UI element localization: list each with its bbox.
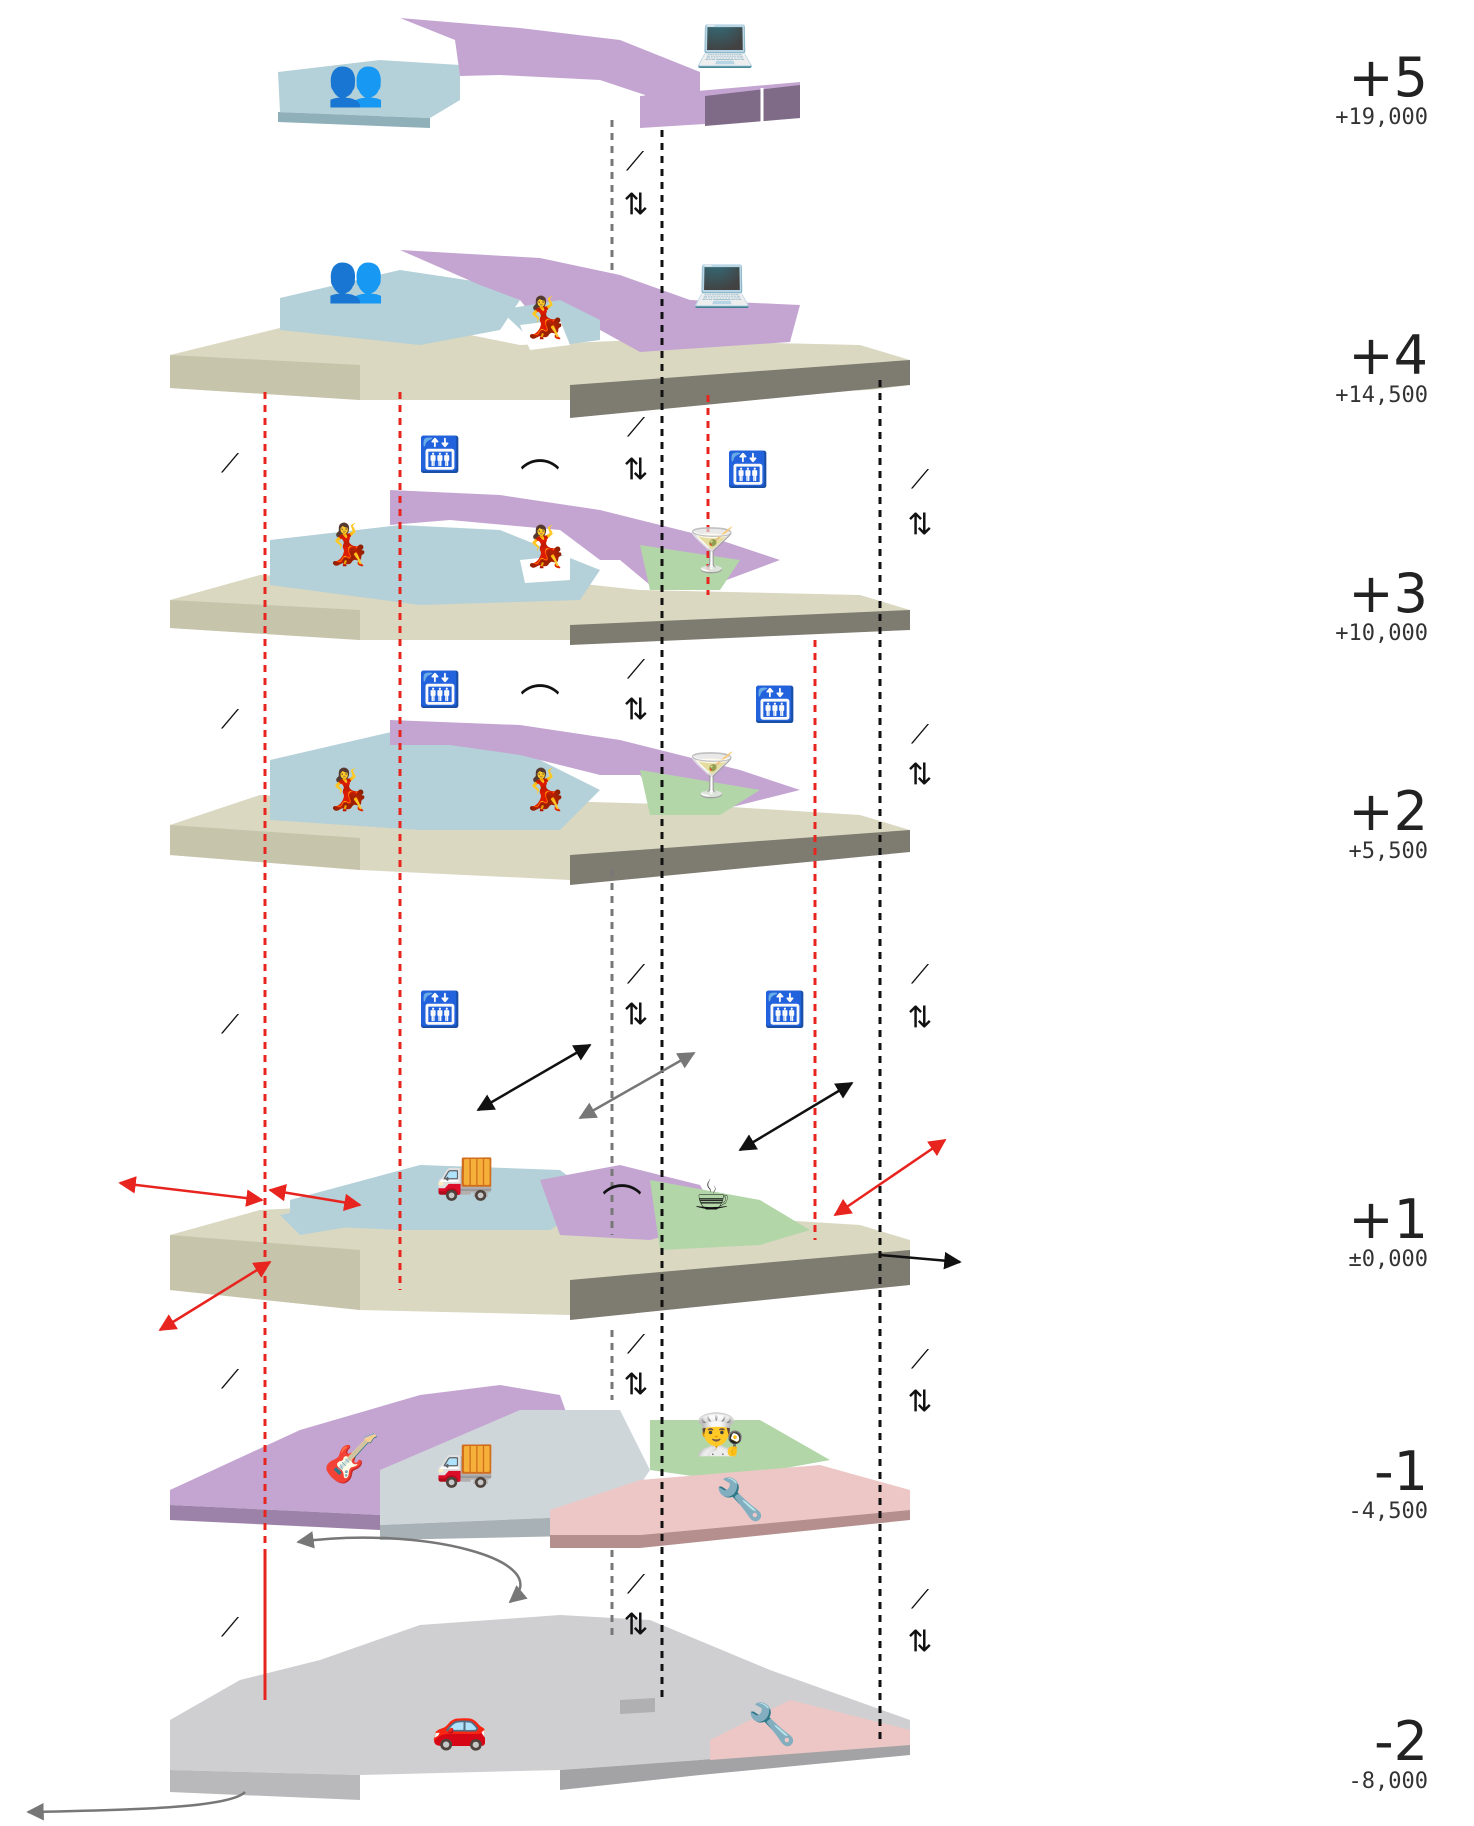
level-label-plus1: +1 xyxy=(1348,1188,1428,1251)
flow-arrows xyxy=(26,1043,962,1821)
level-label-minus2: -2 xyxy=(1374,1710,1428,1773)
stairs-icon: ⟋ xyxy=(911,1345,930,1375)
dance-icon: 💃 xyxy=(520,766,570,813)
stairs-icon: ⟋ xyxy=(221,1613,240,1643)
clothes-hanger-icon: ⌒ xyxy=(520,682,560,728)
escalator-icon: 🛗 xyxy=(727,450,769,490)
grey-curved-arrow-1 xyxy=(296,1531,528,1604)
escalator-icon: 🛗 xyxy=(419,435,461,475)
stairs-icon: ⟋ xyxy=(911,465,930,495)
floor-plus3 xyxy=(170,490,910,645)
elevator-icon: ⇅ xyxy=(907,1001,932,1036)
elevator-icon: ⇅ xyxy=(623,1368,648,1403)
dance-icon: 💃 xyxy=(520,294,570,341)
level-elevation-plus1: ±0,000 xyxy=(1349,1247,1428,1272)
elevator-icon: ⇅ xyxy=(907,508,932,543)
clothes-hanger-icon: ⌒ xyxy=(602,1182,642,1228)
car-icon: 🚗 xyxy=(431,1698,488,1752)
office-desk-icon: 💻 xyxy=(695,14,755,70)
meeting-icon: 👥 xyxy=(327,55,384,109)
level-elevation-minus2: -8,000 xyxy=(1349,1769,1428,1794)
dance-icon: 💃 xyxy=(323,766,373,813)
level-label-plus3: +3 xyxy=(1348,562,1428,625)
program-icons: 👥 💻 ⟋ ⇅ 👥 💻 💃 ⟋ 🛗 ⟋ ⇅ 🛗 ⟋ ⇅ ⌒ 💃 💃 🍸 ⟋ 🛗 … xyxy=(221,14,933,1752)
wrench-icon: 🔧 xyxy=(715,1475,765,1523)
grey-curved-arrow-2 xyxy=(26,1791,246,1821)
red-arrow-1 xyxy=(118,1176,264,1207)
black-arrow-1 xyxy=(476,1043,592,1112)
meeting-icon: 👥 xyxy=(327,251,384,305)
floor-plus1 xyxy=(170,1165,910,1320)
elevator-icon: ⇅ xyxy=(623,998,648,1033)
level-label-plus5: +5 xyxy=(1348,46,1428,109)
stairs-icon: ⟋ xyxy=(911,720,930,750)
floor-plus2 xyxy=(170,720,910,885)
level-label-plus2: +2 xyxy=(1348,780,1428,843)
escalator-icon: 🛗 xyxy=(419,670,461,710)
elevator-icon: ⇅ xyxy=(623,693,648,728)
red-arrow-2 xyxy=(268,1183,362,1212)
stairs-icon: ⟋ xyxy=(221,705,240,735)
dance-icon: 💃 xyxy=(323,521,373,568)
clothes-hanger-icon: ⌒ xyxy=(520,457,560,503)
stairs-icon: ⟋ xyxy=(221,1365,240,1395)
red-arrow-3 xyxy=(158,1260,272,1332)
vertical-circulation-lines xyxy=(263,120,882,1740)
wrench-icon: 🔧 xyxy=(747,1700,797,1748)
elevator-icon: ⇅ xyxy=(623,1608,648,1643)
guitar-icon: 🎸 xyxy=(323,1431,380,1486)
delivery-truck-icon: 🚚 xyxy=(435,1434,495,1490)
kitchen-icon: 👨‍🍳 xyxy=(695,1411,745,1458)
elevator-icon: ⇅ xyxy=(623,188,648,223)
cocktail-bar-icon: 🍸 xyxy=(686,525,738,575)
stairs-icon: ⟋ xyxy=(221,449,240,479)
stairs-icon: ⟋ xyxy=(627,960,646,990)
dance-icon: 💃 xyxy=(520,523,570,570)
level-elevation-plus5: +19,000 xyxy=(1335,105,1428,130)
elevator-icon: ⇅ xyxy=(907,1385,932,1420)
escalator-icon: 🛗 xyxy=(764,990,806,1030)
level-elevation-plus2: +5,500 xyxy=(1349,839,1428,864)
level-labels: +5 +19,000 +4 +14,500 +3 +10,000 +2 +5,5… xyxy=(1335,46,1428,1794)
elevator-icon: ⇅ xyxy=(623,453,648,488)
stairs-icon: ⟋ xyxy=(627,655,646,685)
stairs-icon: ⟋ xyxy=(627,1330,646,1360)
stairs-icon: ⟋ xyxy=(627,413,646,443)
stairs-icon: ⟋ xyxy=(221,1010,240,1040)
floor-plus4 xyxy=(170,250,910,418)
level-elevation-plus4: +14,500 xyxy=(1335,383,1428,408)
black-arrow-2 xyxy=(738,1081,854,1152)
stairs-icon: ⟋ xyxy=(911,1585,930,1615)
coffee-cup-icon: ☕ xyxy=(693,1171,731,1220)
stairs-icon: ⟋ xyxy=(626,147,645,177)
floor-minus1 xyxy=(170,1385,910,1548)
escalator-icon: 🛗 xyxy=(419,990,461,1030)
black-arrow-3 xyxy=(879,1251,962,1270)
level-elevation-plus3: +10,000 xyxy=(1335,621,1428,646)
level-elevation-minus1: -4,500 xyxy=(1349,1499,1428,1524)
red-arrow-4 xyxy=(833,1138,947,1217)
escalator-icon: 🛗 xyxy=(754,685,796,725)
cocktail-bar-icon: 🍸 xyxy=(686,750,738,800)
grey-arrow-1 xyxy=(578,1051,696,1120)
stairs-icon: ⟋ xyxy=(627,1570,646,1600)
level-label-minus1: -1 xyxy=(1374,1440,1428,1503)
floor-plus5 xyxy=(278,18,800,128)
elevator-icon: ⇅ xyxy=(907,1625,932,1660)
office-desk-icon: 💻 xyxy=(692,254,752,310)
level-label-plus4: +4 xyxy=(1348,324,1428,387)
stairs-icon: ⟋ xyxy=(911,960,930,990)
floor-minus2 xyxy=(170,1615,910,1800)
elevator-icon: ⇅ xyxy=(907,758,932,793)
delivery-truck-icon: 🚚 xyxy=(435,1147,495,1203)
